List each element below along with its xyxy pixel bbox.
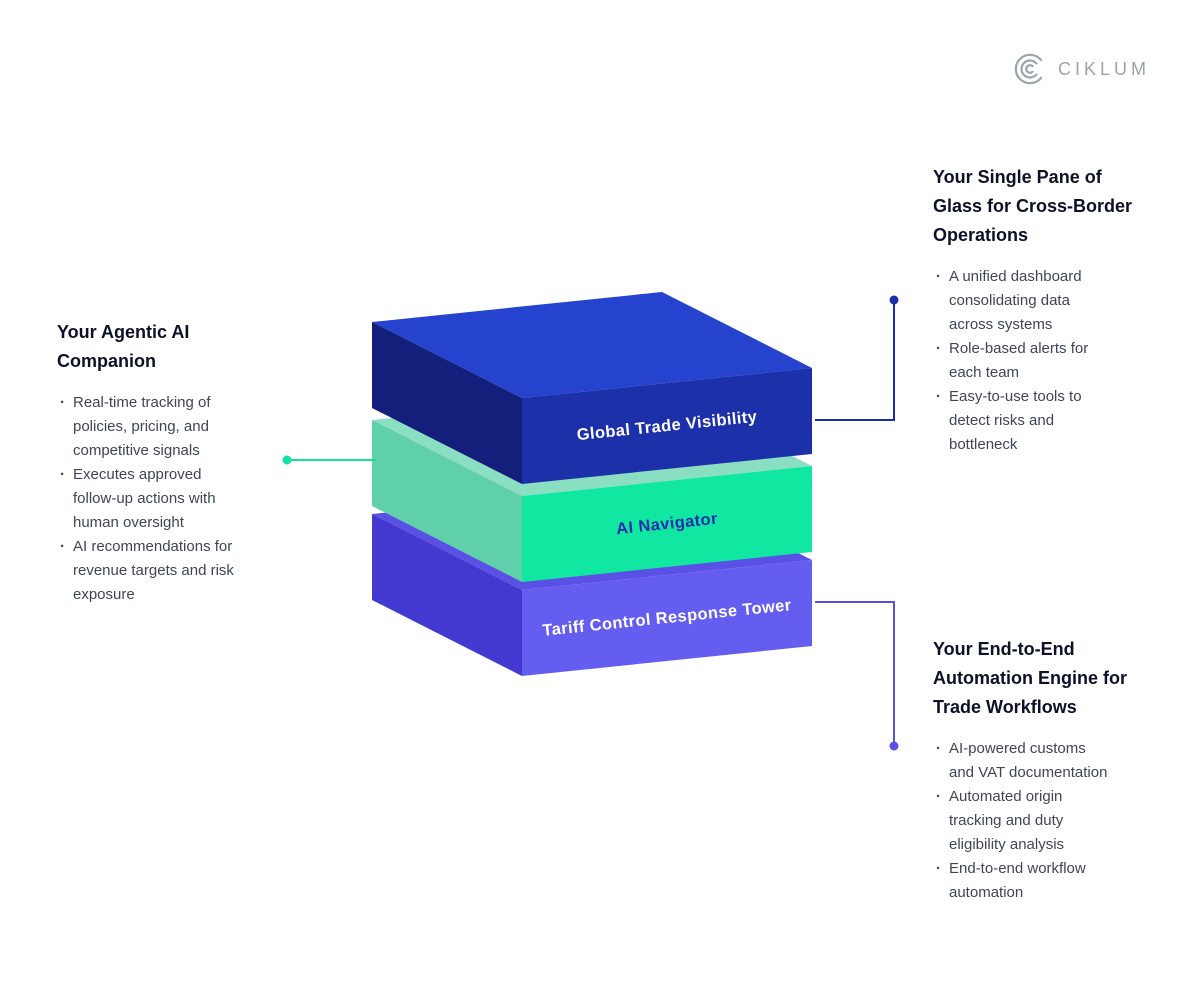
annotation-list: Real-time tracking of policies, pricing,… <box>57 391 237 607</box>
annotation-item: AI-powered customs and VAT documentation <box>933 737 1113 785</box>
connector-bottom-right <box>815 601 899 751</box>
annotation-item: End-to-end workflow automation <box>933 857 1113 905</box>
connector-left <box>282 455 377 465</box>
layer-left-face <box>372 322 522 484</box>
annotation-item: Automated origin tracking and duty eligi… <box>933 785 1113 857</box>
annotation-single-pane-of-glass: Your Single Pane of Glass for Cross-Bord… <box>933 163 1138 457</box>
ciklum-logo-icon <box>1014 53 1043 85</box>
annotation-agentic-ai-companion: Your Agentic AI Companion Real-time trac… <box>57 318 247 607</box>
connector-left-dot <box>282 455 292 465</box>
layer-left-face <box>372 514 522 676</box>
annotation-item: AI recommendations for revenue targets a… <box>57 535 237 607</box>
annotation-item: Real-time tracking of policies, pricing,… <box>57 391 237 463</box>
layer-front-face <box>522 560 812 676</box>
connector-top-right-dot <box>889 295 899 305</box>
annotation-title: Your End-to-End Automation Engine for Tr… <box>933 639 1127 718</box>
annotation-list: A unified dashboard consolidating data a… <box>933 265 1113 457</box>
layer-front-face <box>522 368 812 484</box>
connector-bottom-right-dot <box>889 741 899 751</box>
ciklum-logo-text: CIKLUM <box>1057 58 1150 79</box>
annotation-automation-engine: Your End-to-End Automation Engine for Tr… <box>933 635 1138 905</box>
annotation-item: A unified dashboard consolidating data a… <box>933 265 1113 337</box>
layer-left-face <box>372 420 522 582</box>
layer-global-trade-visibility: Global Trade Visibility <box>372 292 812 484</box>
connector-top-right-line <box>815 303 895 421</box>
layer-top-face <box>372 292 812 398</box>
annotation-item: Easy-to-use tools to detect risks and bo… <box>933 385 1113 457</box>
annotation-item: Role-based alerts for each team <box>933 337 1113 385</box>
layer-front-face <box>522 466 812 582</box>
annotation-title: Your Agentic AI Companion <box>57 322 190 372</box>
connector-top-right <box>815 295 899 421</box>
connector-bottom-right-line <box>815 601 895 743</box>
annotation-title: Your Single Pane of Glass for Cross-Bord… <box>933 167 1133 246</box>
annotation-item: Executes approved follow-up actions with… <box>57 463 237 535</box>
ciklum-logo: CIKLUM <box>1013 52 1150 86</box>
annotation-list: AI-powered customs and VAT documentation… <box>933 737 1113 905</box>
